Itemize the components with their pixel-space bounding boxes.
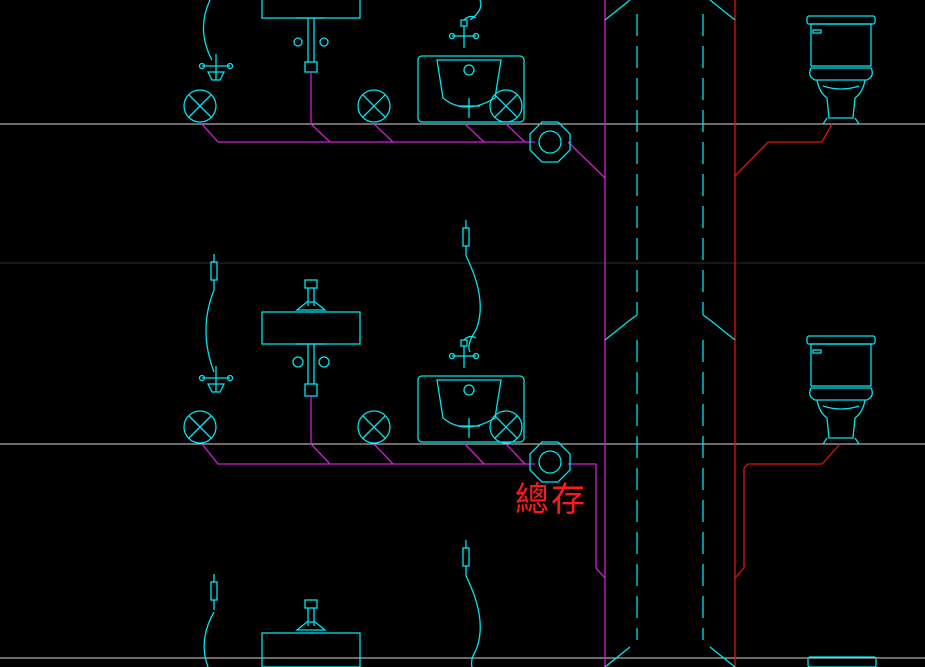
- supply-hose: [205, 289, 215, 373]
- sink-basin: [261, 632, 361, 667]
- sink-basin: [261, 311, 361, 345]
- lower-floor-fixtures: [203, 539, 877, 667]
- upper-drain-pipes: [201, 123, 833, 179]
- supply-hose: [202, 0, 213, 61]
- cleanout-upper: [529, 121, 571, 163]
- supply-hose: [203, 611, 215, 667]
- shower-hose: [465, 575, 481, 667]
- middle-drain-pipes: [201, 443, 841, 579]
- upper-floor-fixtures: [183, 0, 876, 125]
- toilet-tank-top: [807, 656, 877, 667]
- stack-dashed-lines: [604, 0, 736, 667]
- cleanout-middle: [529, 441, 571, 483]
- tub-hose: [469, 0, 482, 21]
- pipe-label: 總存: [515, 480, 587, 520]
- middle-floor-fixtures: [183, 219, 876, 445]
- sink-basin-top: [261, 0, 361, 19]
- shower-hose: [465, 255, 481, 353]
